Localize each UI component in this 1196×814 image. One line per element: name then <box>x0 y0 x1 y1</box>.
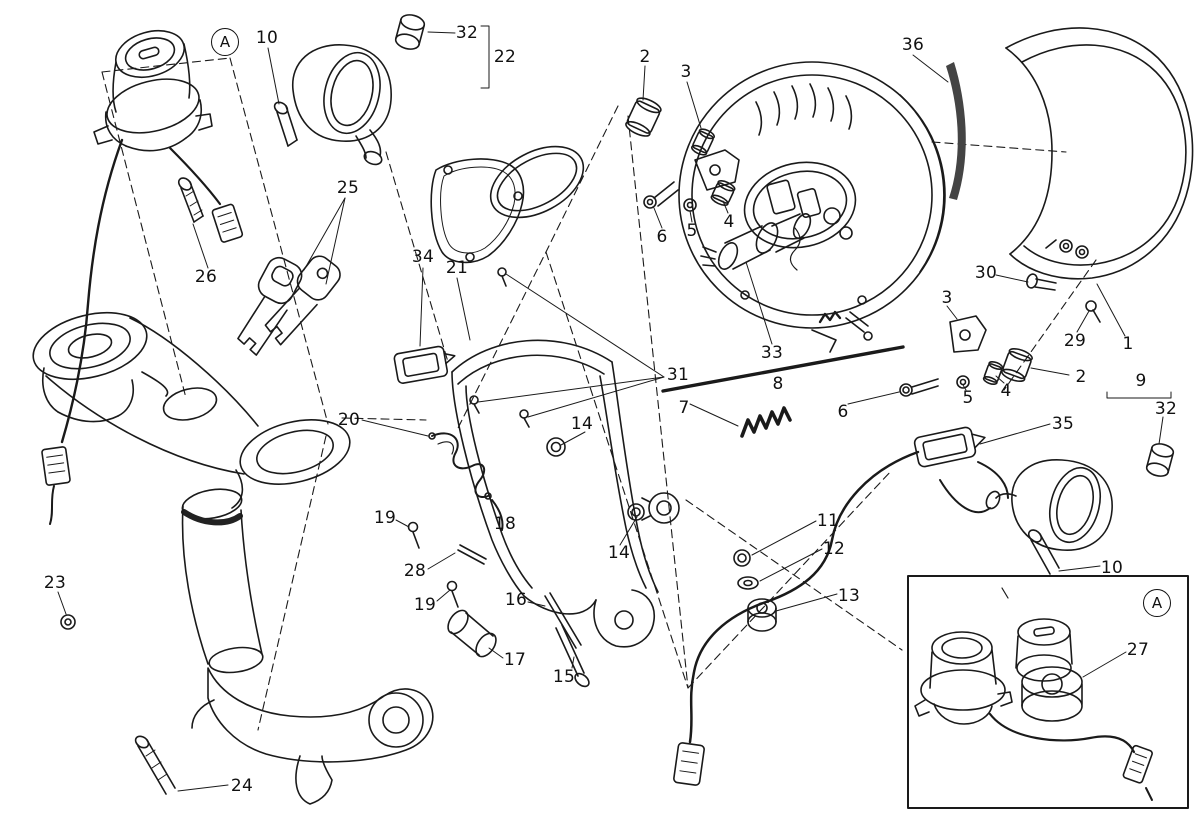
screw-19a <box>407 521 420 549</box>
lower-yoke <box>191 667 434 805</box>
screw-29 <box>1085 300 1101 323</box>
headlight-body <box>678 61 946 353</box>
mount-set-right <box>899 315 1033 397</box>
rod-8 <box>661 345 905 393</box>
nut-11 <box>733 549 751 567</box>
rubber-strip-36 <box>946 62 966 200</box>
headlight-rim <box>1005 27 1194 280</box>
bolt-24 <box>134 735 176 795</box>
wire-connector <box>41 446 71 486</box>
triple-clamp <box>32 312 351 509</box>
key-pair <box>237 255 341 356</box>
steering-stem <box>181 488 264 674</box>
bolt-10-rear <box>1027 529 1060 575</box>
washer-12 <box>737 576 759 590</box>
headlight-bracket <box>451 339 680 648</box>
bolt-15 <box>555 624 590 688</box>
h4-bulb <box>700 213 812 270</box>
nut-23 <box>60 614 76 630</box>
wiring-harness <box>673 450 1009 786</box>
bolt-10-front <box>273 101 298 147</box>
relay-34 <box>393 345 456 384</box>
gasket-ring <box>489 145 585 219</box>
stud-16 <box>544 592 582 649</box>
cover-plate <box>430 158 525 264</box>
bulb-32-rear <box>1145 443 1175 477</box>
relay-35 <box>913 426 986 468</box>
turn-signal-front <box>292 44 392 166</box>
bolt-26 <box>177 177 204 223</box>
detail-inset <box>907 575 1189 809</box>
bulb-32-front <box>394 14 426 50</box>
damper-17 <box>447 609 497 658</box>
mount-set-upper <box>625 97 740 212</box>
turn-signal-rear <box>985 459 1113 551</box>
screw-19b <box>446 580 459 608</box>
leader-lines <box>57 25 1172 792</box>
screw-30 <box>1026 273 1057 291</box>
small-screws <box>469 267 530 428</box>
wiring-clips <box>428 432 504 531</box>
ignition-switch <box>41 29 244 525</box>
pin-28 <box>457 544 487 565</box>
spring-7 <box>740 406 792 438</box>
